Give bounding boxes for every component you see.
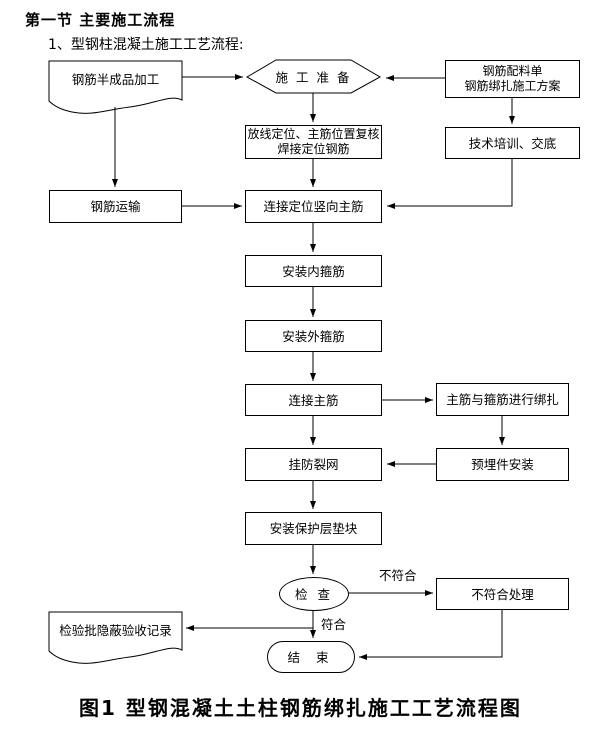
node-install-cover-spacer-label: 安装保护层垫块 xyxy=(269,521,358,536)
node-tech-training-label: 技术培训、交底 xyxy=(468,135,557,151)
hexagon-shape-prep xyxy=(245,59,382,94)
node-inspection-record: 检验批隐蔽验收记录 xyxy=(49,616,182,644)
node-rebar-transport-label: 钢筋运输 xyxy=(90,199,141,214)
node-embedded-parts-install: 预埋件安装 xyxy=(436,448,569,481)
node-construction-prep: 施 工 准 备 xyxy=(247,61,380,93)
node-rebar-semi-product-label: 钢筋半成品加工 xyxy=(71,71,160,87)
node-inspection: 检 查 xyxy=(279,577,349,611)
figure-caption: 图1 型钢混凝土土柱钢筋绑扎施工工艺流程图 xyxy=(79,696,522,720)
node-install-outer-stirrup: 安装外箍筋 xyxy=(245,320,382,352)
section-heading: 第一节 主要施工流程 xyxy=(25,11,176,29)
node-material-list: 钢筋配料单 钢筋绑扎施工方案 xyxy=(445,60,580,98)
edge-label-pass: 符合 xyxy=(320,614,348,633)
node-rebar-transport: 钢筋运输 xyxy=(49,190,182,223)
flow-connectors xyxy=(112,74,515,660)
node-layout-position-line2: 焊接定位钢筋 xyxy=(277,142,350,156)
document-shape-rebar-semi xyxy=(48,60,183,114)
node-hang-crack-net-label: 挂防裂网 xyxy=(288,457,339,472)
node-install-cover-spacer: 安装保护层垫块 xyxy=(245,512,382,545)
node-end-label: 结 束 xyxy=(287,649,335,665)
document-shape-record xyxy=(48,611,183,664)
node-install-inner-stirrup-label: 安装内箍筋 xyxy=(282,263,345,279)
node-connect-main-rebar: 连接主筋 xyxy=(245,384,382,416)
node-layout-position-line1: 放线定位、主筋位置复核 xyxy=(247,127,380,141)
node-inspection-record-label: 检验批隐蔽验收记录 xyxy=(59,622,172,638)
node-embedded-parts-install-label: 预埋件安装 xyxy=(471,457,534,472)
node-tie-main-and-stirrup-label: 主筋与箍筋进行绑扎 xyxy=(446,392,559,407)
node-construction-prep-label: 施 工 准 备 xyxy=(275,69,352,85)
node-hang-crack-net: 挂防裂网 xyxy=(245,448,382,481)
node-material-list-line1: 钢筋配料单 xyxy=(482,64,543,78)
node-inspection-label: 检 查 xyxy=(295,586,333,602)
flow-subheading: 1、型钢柱混凝土施工工艺流程: xyxy=(48,37,244,53)
node-material-list-line2: 钢筋绑扎施工方案 xyxy=(464,79,561,93)
node-tie-main-and-stirrup: 主筋与箍筋进行绑扎 xyxy=(436,383,569,416)
node-connect-main-rebar-label: 连接主筋 xyxy=(288,392,339,408)
node-nonconformity-handling: 不符合处理 xyxy=(436,578,569,610)
node-connect-vertical-main: 连接定位竖向主筋 xyxy=(245,190,382,223)
node-install-outer-stirrup-label: 安装外箍筋 xyxy=(282,328,345,344)
node-connect-vertical-main-label: 连接定位竖向主筋 xyxy=(263,199,364,214)
node-end: 结 束 xyxy=(267,641,355,673)
edge-label-fail: 不符合 xyxy=(378,565,418,584)
node-install-inner-stirrup: 安装内箍筋 xyxy=(245,255,382,287)
node-rebar-semi-product: 钢筋半成品加工 xyxy=(49,63,182,95)
node-nonconformity-handling-label: 不符合处理 xyxy=(471,586,534,602)
node-layout-position: 放线定位、主筋位置复核 焊接定位钢筋 xyxy=(245,125,382,159)
node-tech-training: 技术培训、交底 xyxy=(445,127,580,159)
